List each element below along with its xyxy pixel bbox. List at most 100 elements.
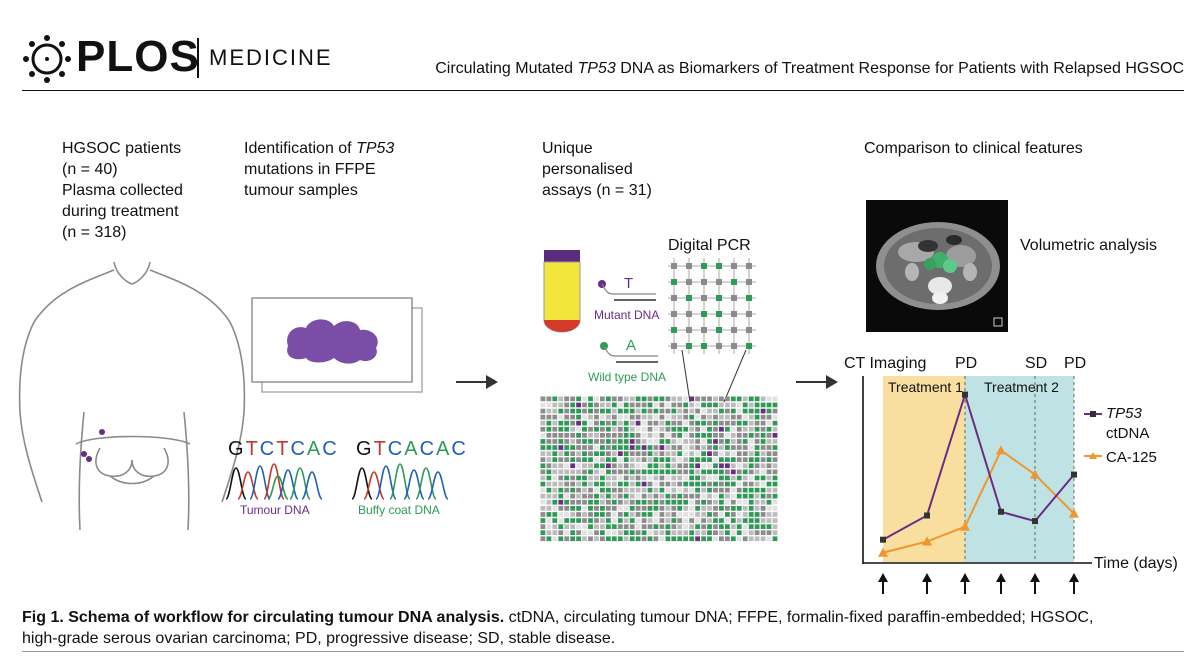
wildtype-probe-icon	[600, 342, 658, 363]
treatment1-band	[883, 376, 965, 562]
ffpe-slides-illustration	[251, 297, 423, 393]
ctdna-point	[998, 508, 1004, 515]
treatment2-label: Treatment 2	[984, 379, 1059, 395]
digital-pcr-chip-zoom	[668, 258, 756, 354]
buffy-base: C	[387, 438, 405, 460]
identification-line: tumour samples	[244, 182, 358, 199]
buffy-base: A	[404, 438, 420, 460]
pcr-title: Digital PCR	[668, 237, 751, 254]
ct-time-arrowhead	[960, 573, 970, 582]
tumour-dot	[81, 451, 87, 457]
pd1-label: PD	[955, 355, 977, 372]
tumour-tissue-blob	[287, 319, 378, 364]
ct-time-arrowhead	[922, 573, 932, 582]
tumour-dna-label: Tumour DNA	[240, 503, 310, 517]
tumour-sequence: GTCTCAC	[228, 438, 339, 461]
tumour-base: T	[245, 438, 260, 460]
buffy-base: C	[451, 438, 468, 460]
wildtype-dna-label: Wild type DNA	[588, 370, 667, 384]
legend-ctdna-gene: TP53	[1106, 405, 1143, 422]
tumour-base: T	[276, 438, 291, 460]
ctdna-point	[924, 512, 930, 519]
figure-caption: Fig 1. Schema of workflow for circulatin…	[22, 607, 1192, 649]
mutant-probe-icon	[598, 280, 656, 301]
x-axis-label: Time (days)	[1094, 555, 1178, 572]
patients-line: (n = 318)	[62, 224, 127, 241]
identification-line: mutations in FFPE	[244, 161, 376, 178]
digital-pcr-array	[540, 396, 778, 542]
ct-imaging-label: CT Imaging	[844, 355, 926, 372]
treatment1-label: Treatment 1	[888, 379, 963, 395]
wildtype-base: A	[626, 337, 637, 354]
patients-line: Plasma collected	[62, 182, 183, 199]
treatment2-band	[965, 376, 1074, 562]
legend-ca125-marker	[1089, 452, 1097, 459]
tumour-base: A	[306, 438, 323, 460]
timeline-chart: CT Imaging PD SD PD Treatment 1 Treatmen…	[844, 355, 1178, 594]
plasma-tube-icon	[543, 250, 581, 333]
ctdna-series-line	[882, 391, 1075, 541]
caption-line2: high-grade serous ovarian carcinoma; PD,…	[22, 630, 616, 647]
buffy-sequence: GTCACAC	[356, 438, 468, 461]
tumour-base: C	[259, 438, 277, 460]
buffy-base: G	[356, 438, 374, 460]
zoom-lines	[681, 349, 747, 403]
sd-label: SD	[1025, 355, 1047, 372]
ca125-point	[1069, 508, 1079, 518]
ct-time-arrowhead	[878, 573, 888, 582]
arrow-right-icon	[796, 375, 838, 389]
legend-ca125-label: CA-125	[1106, 449, 1157, 466]
caption-title: Fig 1. Schema of workflow for circulatin…	[22, 609, 505, 626]
footer-rule	[22, 651, 1184, 652]
tumour-dot	[99, 429, 105, 435]
identification-gene: TP53	[356, 140, 395, 157]
step-patients: HGSOC patients (n = 40) Plasma collected…	[62, 138, 183, 243]
ct-time-arrowhead	[1030, 573, 1040, 582]
ca125-point	[960, 521, 970, 531]
patients-line: HGSOC patients	[62, 140, 182, 157]
mutant-base: T	[624, 275, 634, 292]
plos-logo-icon	[23, 35, 71, 83]
ca125-point	[996, 445, 1006, 455]
ca125-series-line	[882, 448, 1075, 554]
tumour-dot	[86, 456, 92, 462]
ctdna-point	[1071, 471, 1077, 478]
article-title: Circulating Mutated TP53 DNA as Biomarke…	[435, 60, 1184, 78]
ca125-point	[878, 547, 888, 557]
body-outline-illustration	[18, 262, 246, 531]
ctdna-point	[1032, 518, 1038, 525]
assays-line: assays (n = 31)	[542, 182, 652, 199]
caption-text: ctDNA, circulating tumour DNA; FFPE, for…	[504, 609, 1094, 626]
header-rule	[22, 90, 1184, 91]
ctdna-point	[962, 391, 968, 398]
pd2-label: PD	[1064, 355, 1086, 372]
buffy-base: T	[373, 438, 388, 460]
step-identification: Identification of TP53 mutations in FFPE…	[244, 138, 394, 201]
logo-wordmark: PLOS	[76, 32, 200, 81]
buffy-chromatogram	[351, 463, 449, 500]
step-comparison: Comparison to clinical features	[864, 140, 1083, 157]
patients-line: during treatment	[62, 203, 179, 220]
assays-line: Unique	[542, 140, 593, 157]
identification-pre: Identification of	[244, 140, 357, 157]
ct-time-arrowhead	[996, 573, 1006, 582]
ct-scan-image	[866, 200, 1008, 332]
ca125-point	[1030, 469, 1040, 479]
mutant-dna-label: Mutant DNA	[594, 308, 660, 322]
ctdna-point	[880, 536, 886, 543]
patients-line: (n = 40)	[62, 161, 118, 178]
tumour-base: C	[322, 438, 339, 460]
arrow-right-icon	[456, 375, 498, 389]
title-gene: TP53	[577, 60, 616, 77]
volumetric-analysis-label: Volumetric analysis	[1020, 237, 1157, 254]
legend-ctdna-label: ctDNA	[1106, 425, 1149, 442]
journal-name: MEDICINE	[209, 45, 333, 70]
logo-divider	[197, 38, 199, 78]
title-pre: Circulating Mutated	[435, 60, 578, 77]
legend-ctdna-marker	[1090, 411, 1096, 417]
step-assays: Unique personalised assays (n = 31)	[542, 138, 652, 201]
buffy-base: A	[436, 438, 452, 460]
assays-line: personalised	[542, 161, 633, 178]
title-post: DNA as Biomarkers of Treatment Response …	[615, 60, 1184, 77]
buffy-dna-label: Buffy coat DNA	[358, 503, 440, 517]
